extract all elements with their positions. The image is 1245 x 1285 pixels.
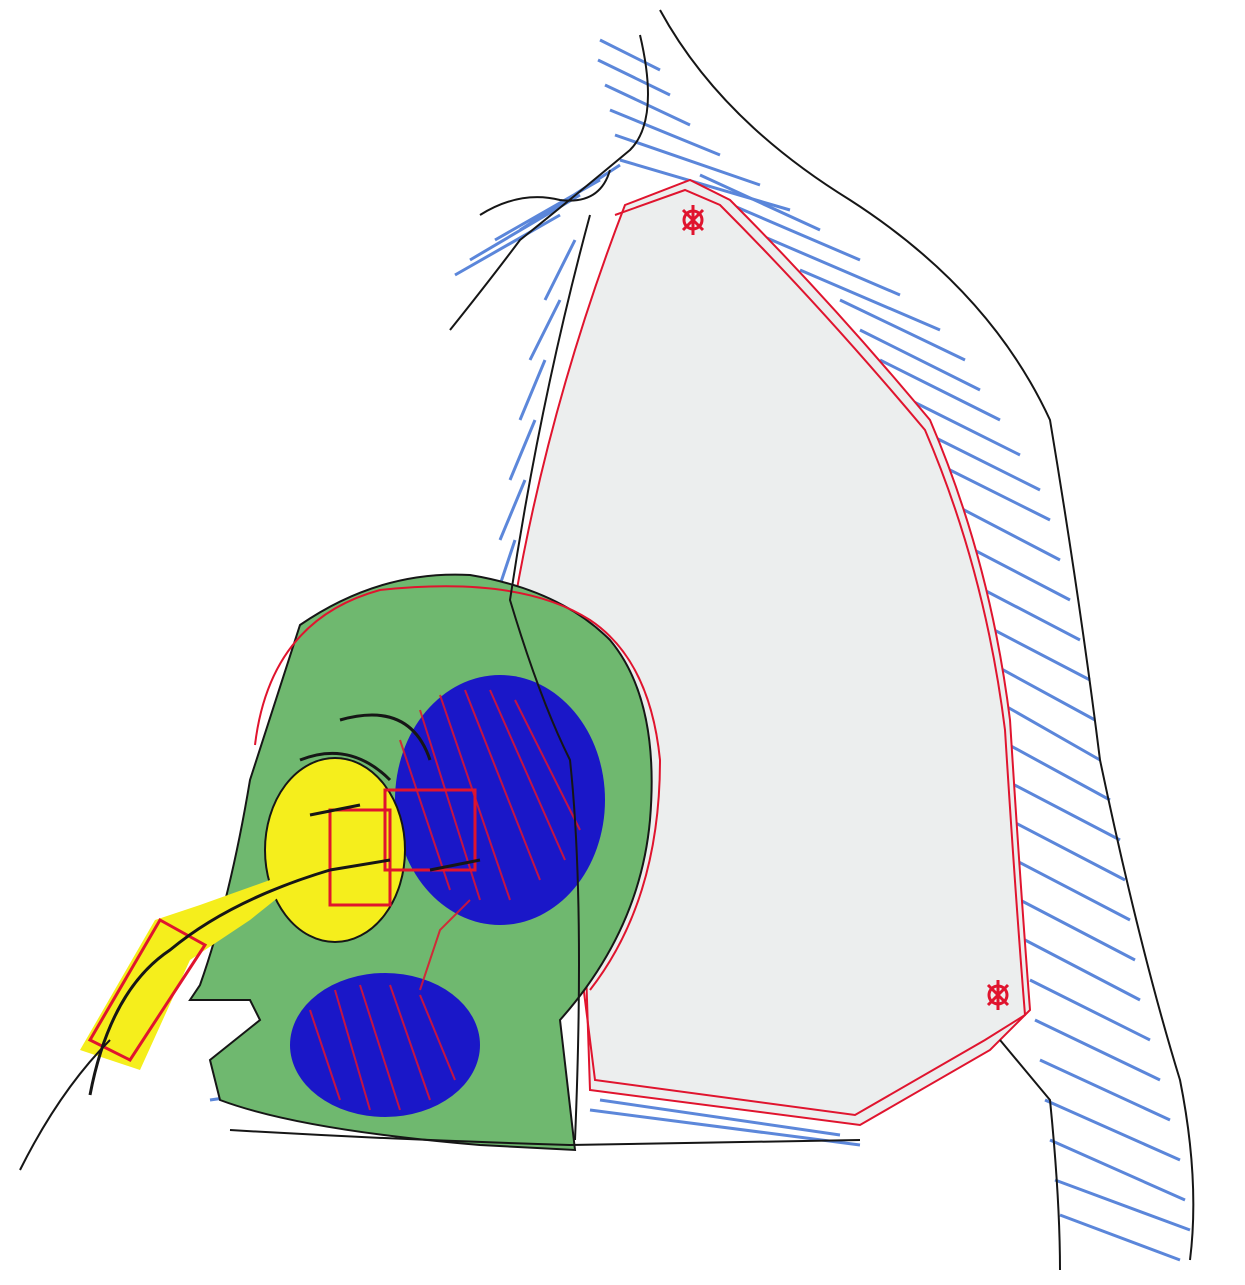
blue-blob-lower	[290, 973, 480, 1117]
